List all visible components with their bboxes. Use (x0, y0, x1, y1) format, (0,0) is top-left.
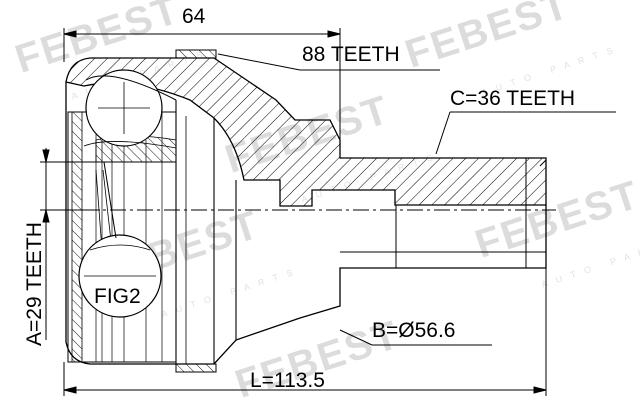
outer-spline-label: C=36 TEETH (450, 87, 576, 110)
inner-spline-label: A=29 TEETH (23, 222, 46, 346)
leader-fig2 (103, 161, 117, 239)
inner-race (67, 69, 177, 363)
fig2-detail-callout (78, 234, 162, 318)
fig2-label: FIG2 (94, 285, 141, 308)
dimension-top-width-label: 64 (182, 5, 206, 28)
diameter-label: B=Ø56.6 (372, 319, 456, 342)
leader-ring-teeth (217, 53, 301, 71)
length-label: L=113.5 (250, 369, 325, 392)
leader-outer-spline (435, 111, 451, 155)
dimension-top-width (63, 28, 341, 140)
ring-teeth-label: 88 TEETH (302, 43, 400, 66)
leader-diameter (339, 329, 373, 346)
dimension-length (63, 232, 547, 396)
